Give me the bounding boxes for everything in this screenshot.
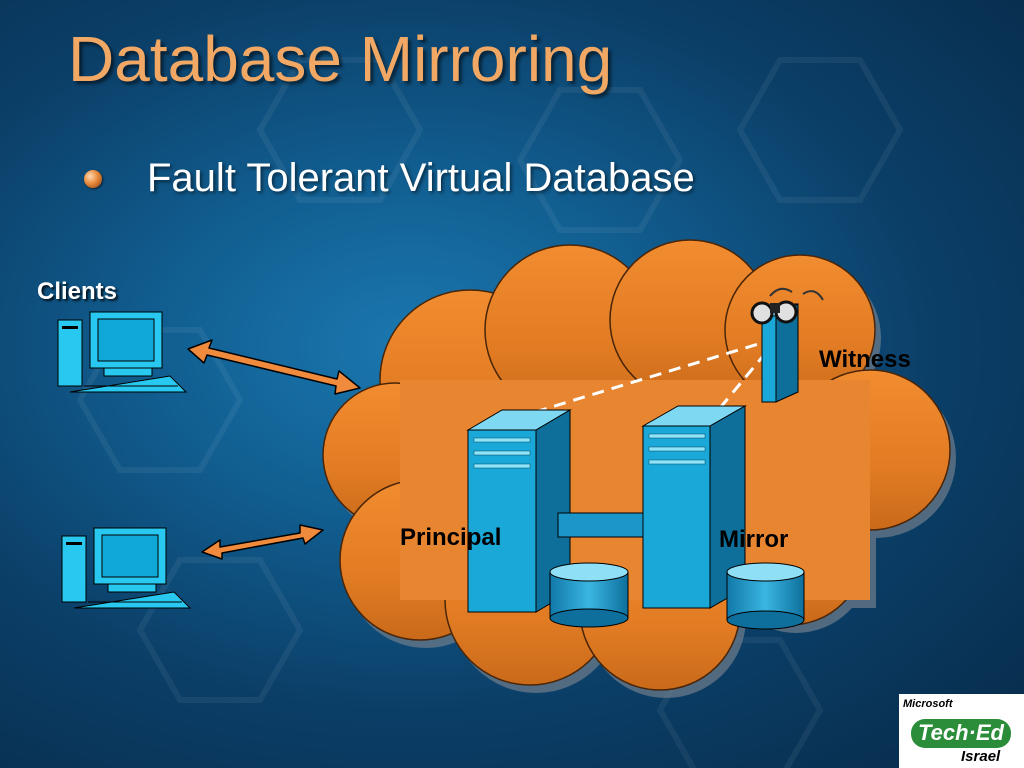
teched-israel-logo: Microsoft Tech·Ed Israel bbox=[899, 694, 1024, 768]
client-computer-icon bbox=[57, 311, 188, 393]
logo-brand: Microsoft bbox=[903, 698, 953, 710]
witness-links bbox=[534, 336, 780, 414]
principal-witness-link bbox=[534, 336, 779, 414]
slide-title: Database Mirroring bbox=[68, 23, 613, 95]
logo-region: Israel bbox=[961, 748, 1001, 765]
logo-product: Tech·Ed bbox=[911, 719, 1011, 748]
mirror-database-icon bbox=[726, 562, 805, 630]
witness-label: Witness bbox=[819, 346, 911, 373]
principal-label: Principal bbox=[400, 524, 502, 551]
mirror-server bbox=[641, 405, 747, 609]
client-computer-icon bbox=[61, 527, 192, 609]
mirror-label: Mirror bbox=[719, 526, 789, 553]
principal-mirror-link bbox=[557, 512, 645, 538]
principal-server bbox=[466, 409, 572, 613]
mirror-witness-link bbox=[718, 337, 780, 409]
orange-bullet-icon bbox=[84, 170, 102, 188]
network-cloud bbox=[322, 239, 956, 698]
binoculars-icon bbox=[750, 287, 824, 325]
clients-label: Clients bbox=[37, 278, 118, 305]
principal-database-icon bbox=[549, 562, 629, 628]
client-cloud-arrow bbox=[187, 339, 361, 395]
client-cloud-arrow bbox=[201, 524, 324, 560]
bullet-text: Fault Tolerant Virtual Database bbox=[147, 156, 695, 200]
